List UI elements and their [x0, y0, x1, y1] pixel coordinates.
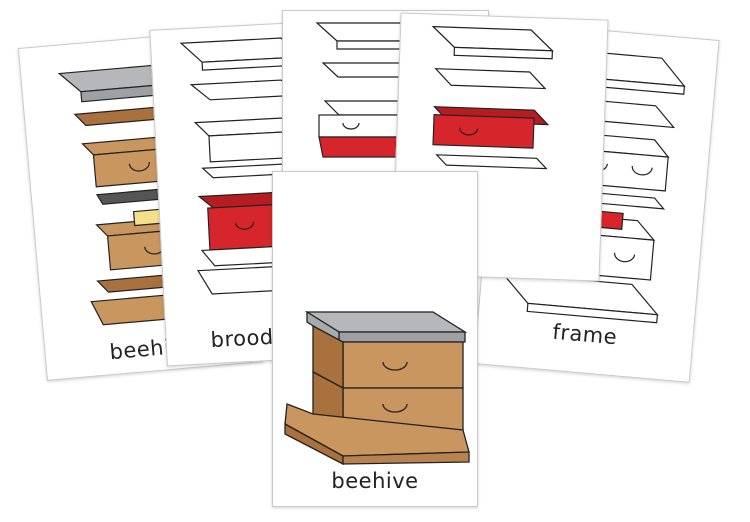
beehive-illustration — [284, 310, 470, 466]
exploded-hive-honey-super-illustration — [431, 25, 554, 170]
card-second-right[interactable] — [391, 12, 609, 282]
card-label-beehive-front: beehive — [331, 469, 419, 493]
card-beehive-front[interactable]: beehive — [272, 171, 478, 507]
